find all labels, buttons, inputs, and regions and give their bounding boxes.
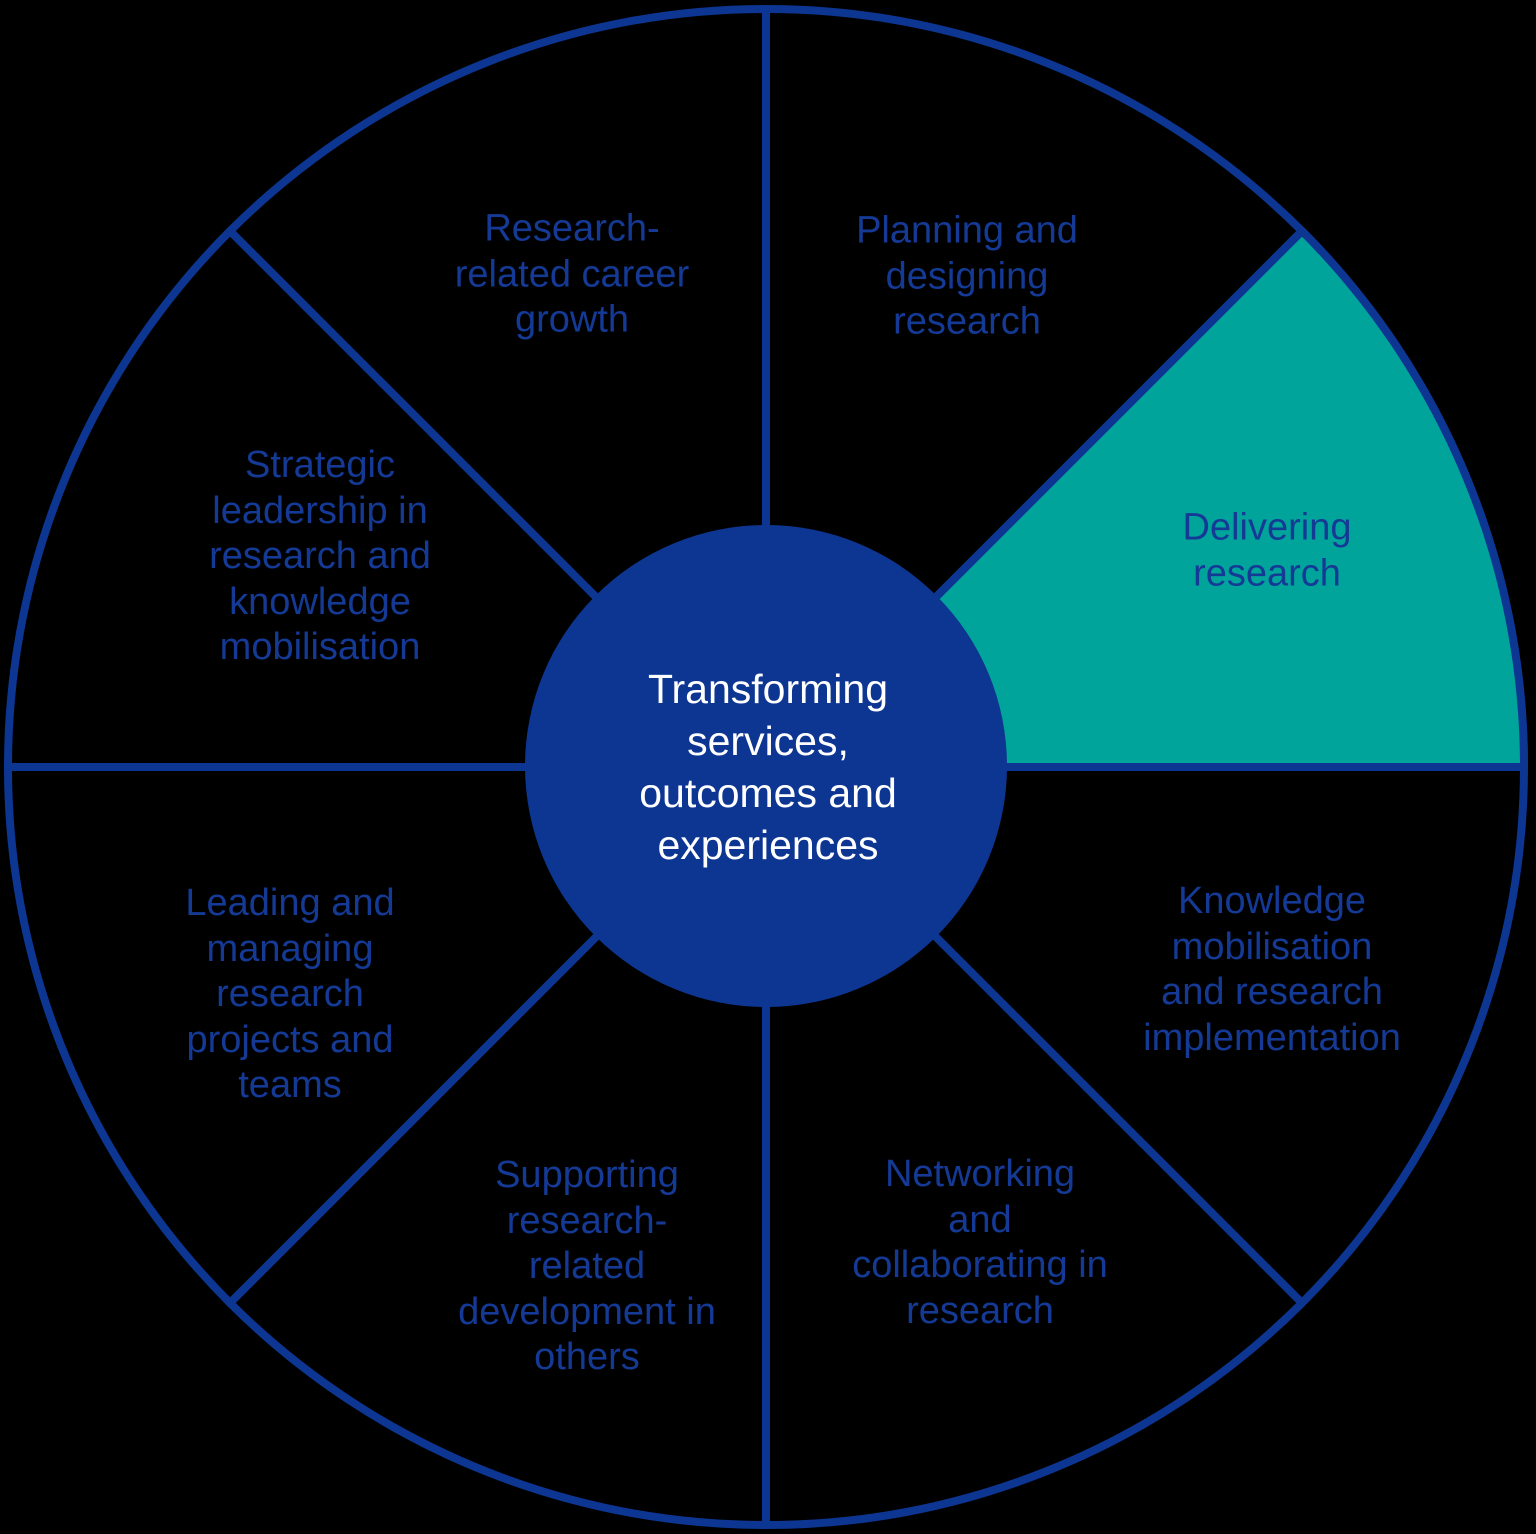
- segment-label-leading-managing[interactable]: Leading and managing research projects a…: [185, 882, 395, 1107]
- segment-label-strategic-leadership[interactable]: Strategic leadership in research and kno…: [209, 444, 431, 669]
- segment-label-research-career-growth[interactable]: Research- related career growth: [454, 207, 690, 341]
- segment-label-planning-designing-research[interactable]: Planning and designing research: [856, 209, 1078, 343]
- segment-label-supporting-development[interactable]: Supporting research- related development…: [458, 1154, 716, 1379]
- center-hub-circle: [525, 525, 1007, 1007]
- segment-label-delivering-research[interactable]: Delivering research: [1182, 506, 1352, 594]
- center-hub-label: Transforming services, outcomes and expe…: [639, 665, 897, 869]
- segment-label-networking-collaborating[interactable]: Networking and collaborating in research: [852, 1152, 1108, 1332]
- segment-label-knowledge-mobilisation[interactable]: Knowledge mobilisation and research impl…: [1143, 879, 1401, 1059]
